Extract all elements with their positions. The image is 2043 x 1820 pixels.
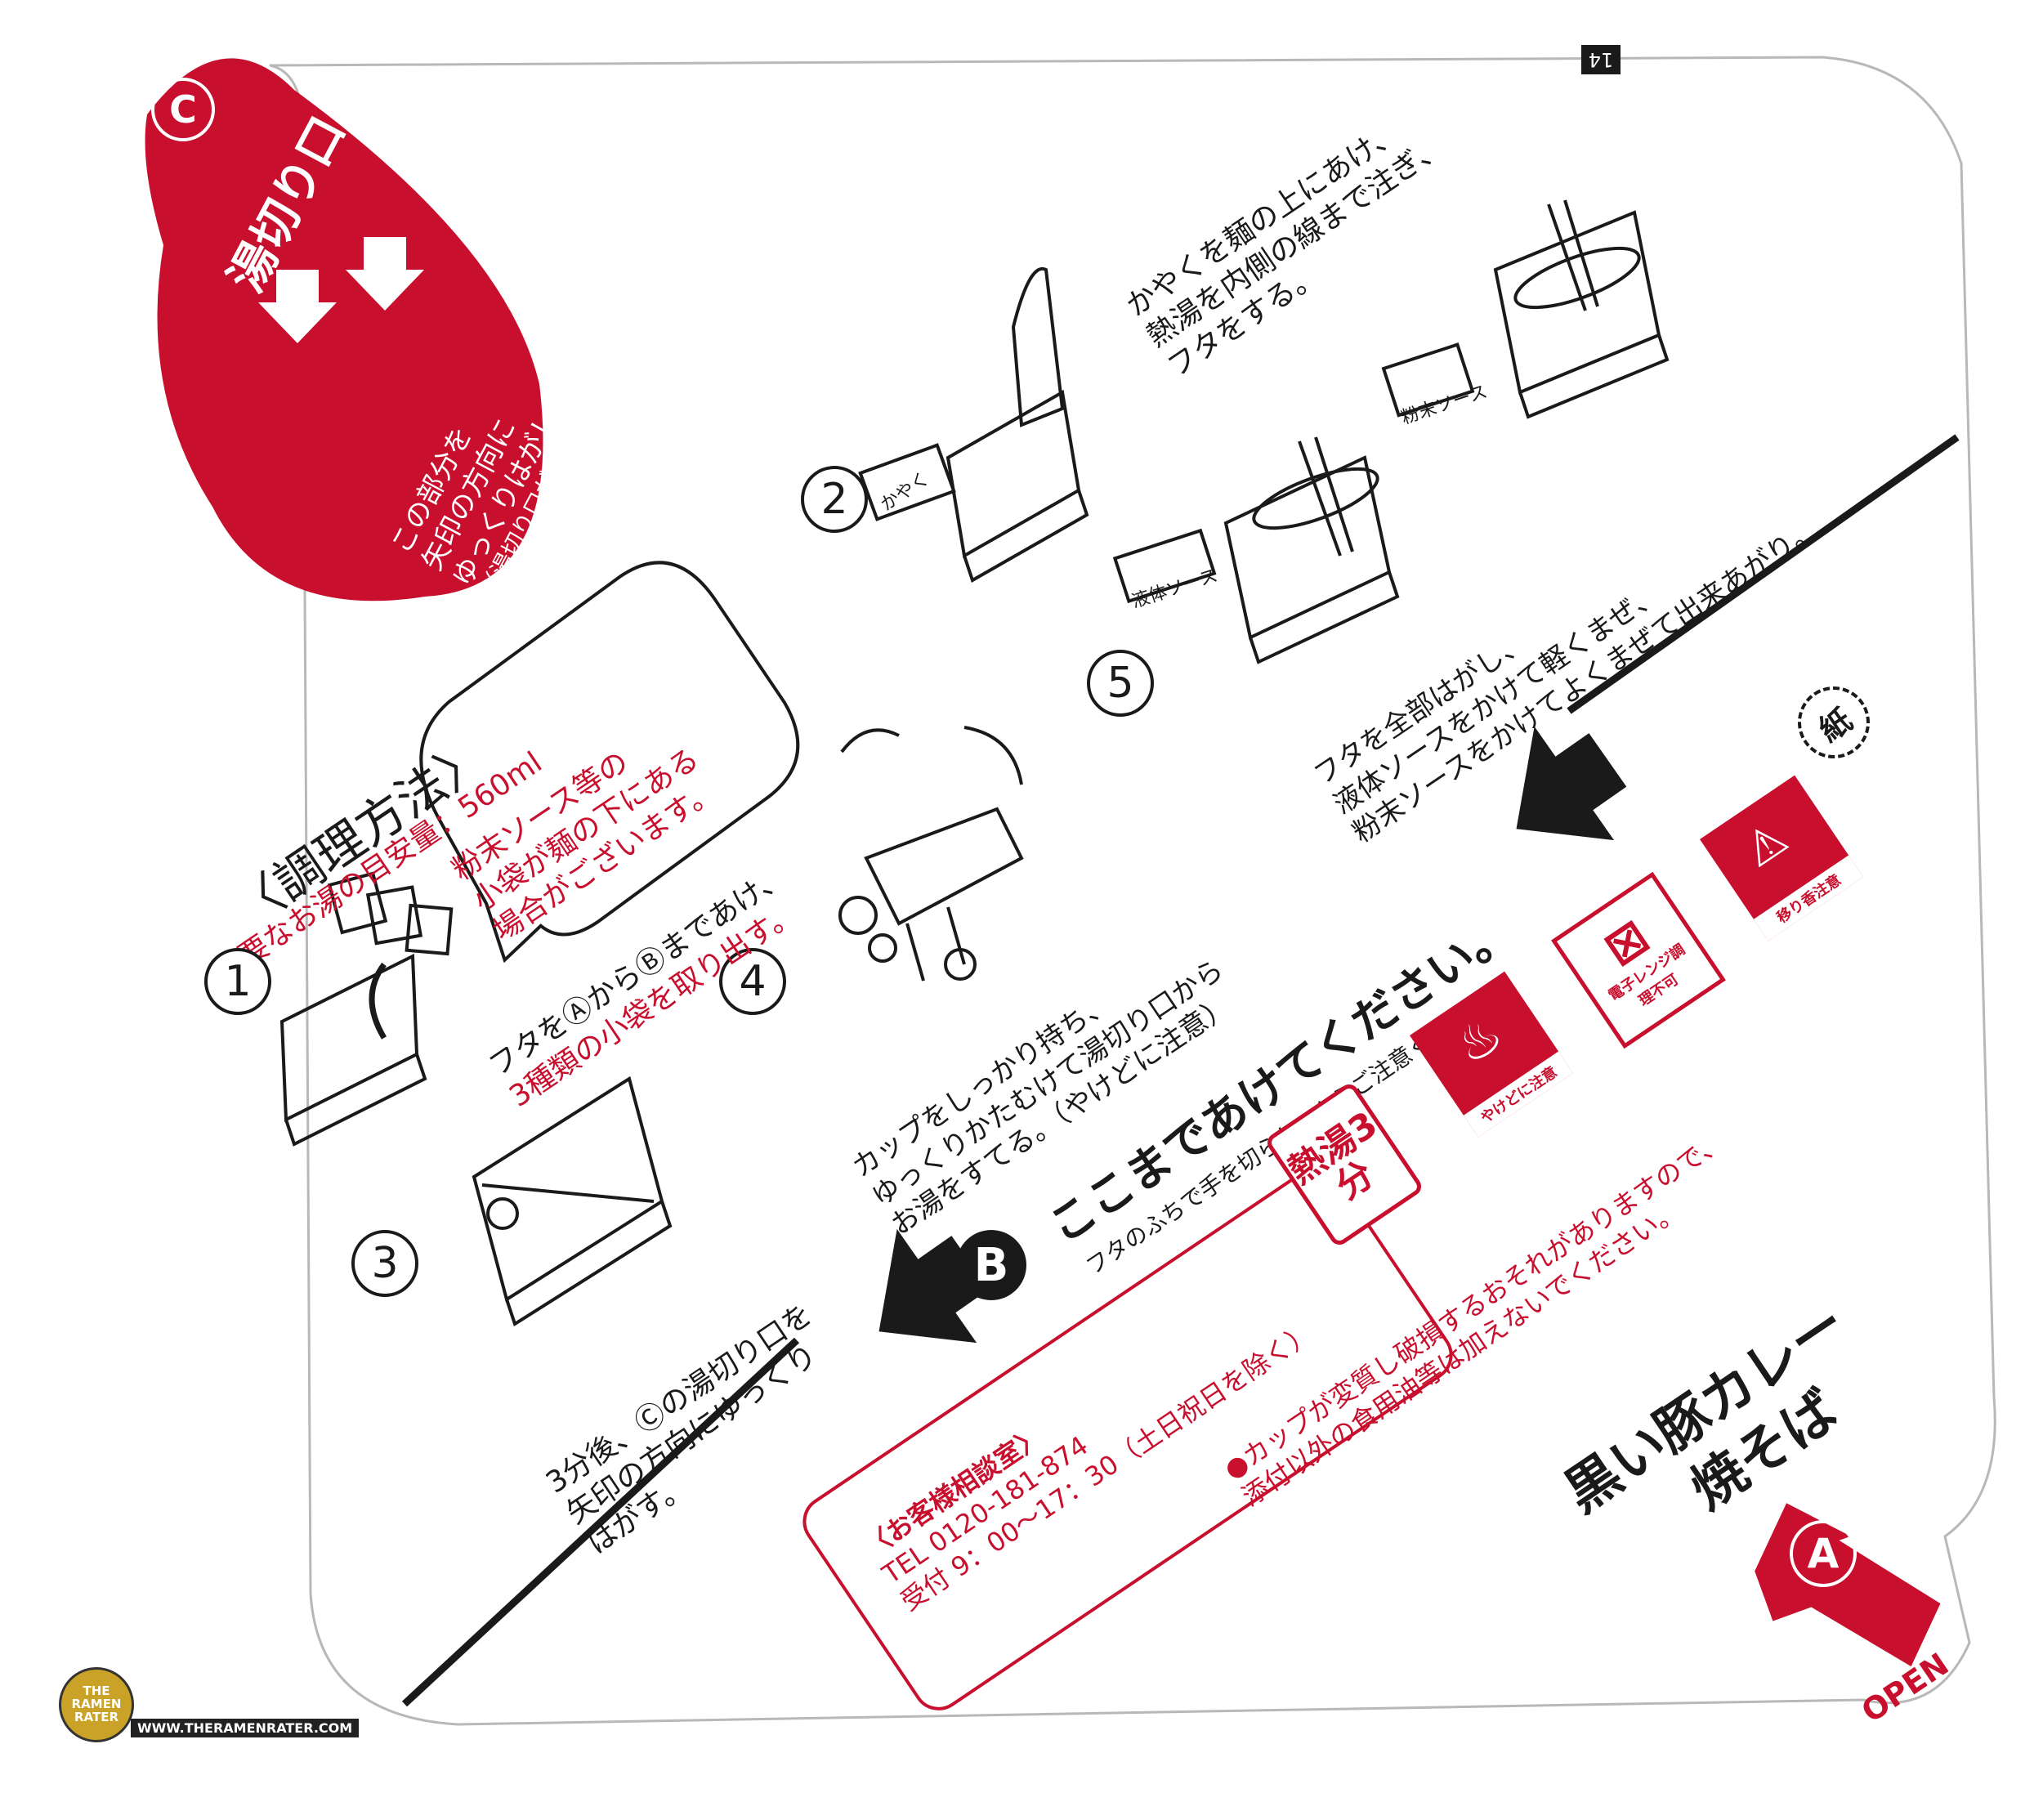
step-1-number: 1 (204, 948, 271, 1015)
step-3-number-text: 3 (371, 1239, 399, 1288)
step-2-number: 2 (801, 466, 868, 533)
watermark-url-text: WWW.THERAMENRATER.COM (137, 1720, 353, 1736)
step-4-number: 4 (719, 948, 786, 1015)
paper-text: 紙 (1812, 701, 1859, 749)
step-3-number: 3 (351, 1230, 418, 1297)
b-letter: B (973, 1238, 1009, 1292)
burn-icon: ♨ (1445, 1004, 1513, 1077)
b-circle: B (956, 1230, 1026, 1300)
step2-illustration (858, 266, 1089, 583)
step5-illustration (1112, 199, 1670, 664)
logo-line: RATER (74, 1709, 119, 1724)
logo-line: THE (83, 1684, 110, 1699)
cut-line-left (401, 1337, 800, 1707)
watermark-url: WWW.THERAMENRATER.COM (131, 1719, 360, 1737)
step-1-number-text: 1 (224, 957, 252, 1006)
tab-c-letter: C (169, 87, 197, 132)
step-5-number-text: 5 (1106, 659, 1134, 708)
step-5-number: 5 (1087, 650, 1154, 717)
odor-icon: ⚠ (1733, 811, 1798, 879)
speech-bubble (419, 561, 800, 964)
page-number-box: 14 (1581, 45, 1621, 74)
step-2-number-text: 2 (820, 475, 848, 524)
step1-illustration (279, 871, 454, 1147)
arrow-up-right (1516, 726, 1627, 841)
tab-a-letter-circle: A (1790, 1520, 1857, 1587)
watermark-logo: THE RAMEN RATER (59, 1667, 134, 1742)
down-arrow-icon (346, 237, 424, 311)
tab-c-letter-circle: C (151, 78, 215, 141)
cut-line-right (1567, 434, 1960, 714)
step-4-number-text: 4 (739, 957, 767, 1006)
tab-c-shape (145, 58, 543, 601)
contact-box (802, 1166, 1453, 1710)
tab-a-letter: A (1807, 1530, 1840, 1577)
step3-illustration (472, 1075, 673, 1327)
step4-illustration (838, 726, 1024, 982)
down-arrow-icon (258, 270, 337, 343)
logo-line: RAMEN (71, 1697, 122, 1712)
page-number: 14 (1588, 48, 1614, 71)
